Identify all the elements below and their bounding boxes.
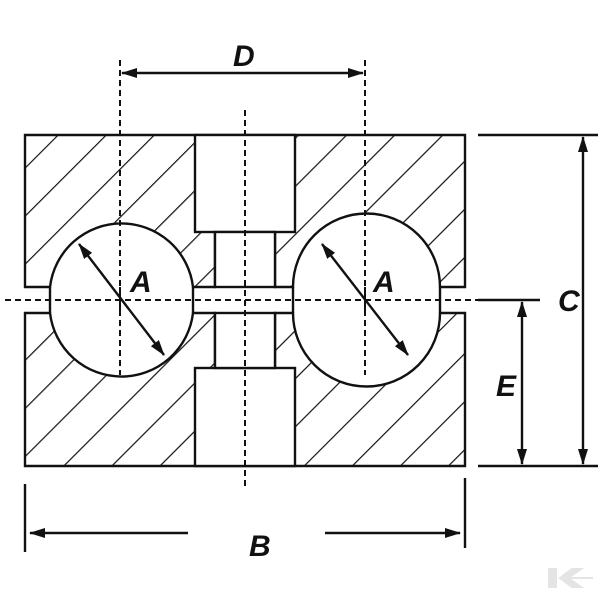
dimension-label-c: C — [558, 285, 581, 318]
dimension-a-right: A — [321, 243, 409, 356]
dimension-a-left: A — [78, 243, 165, 356]
dimension-label-a-left: A — [129, 266, 152, 299]
dimension-label-a-right: A — [372, 266, 395, 299]
dimension-label-e: E — [496, 370, 517, 403]
dimension-c: C — [478, 133, 598, 468]
dimension-b: B — [23, 478, 467, 563]
dimension-label-d: D — [233, 40, 255, 73]
dimension-e: E — [478, 298, 540, 465]
dimension-d: D — [121, 40, 364, 78]
dimension-label-b: B — [249, 530, 271, 563]
watermark-logo — [548, 568, 593, 588]
